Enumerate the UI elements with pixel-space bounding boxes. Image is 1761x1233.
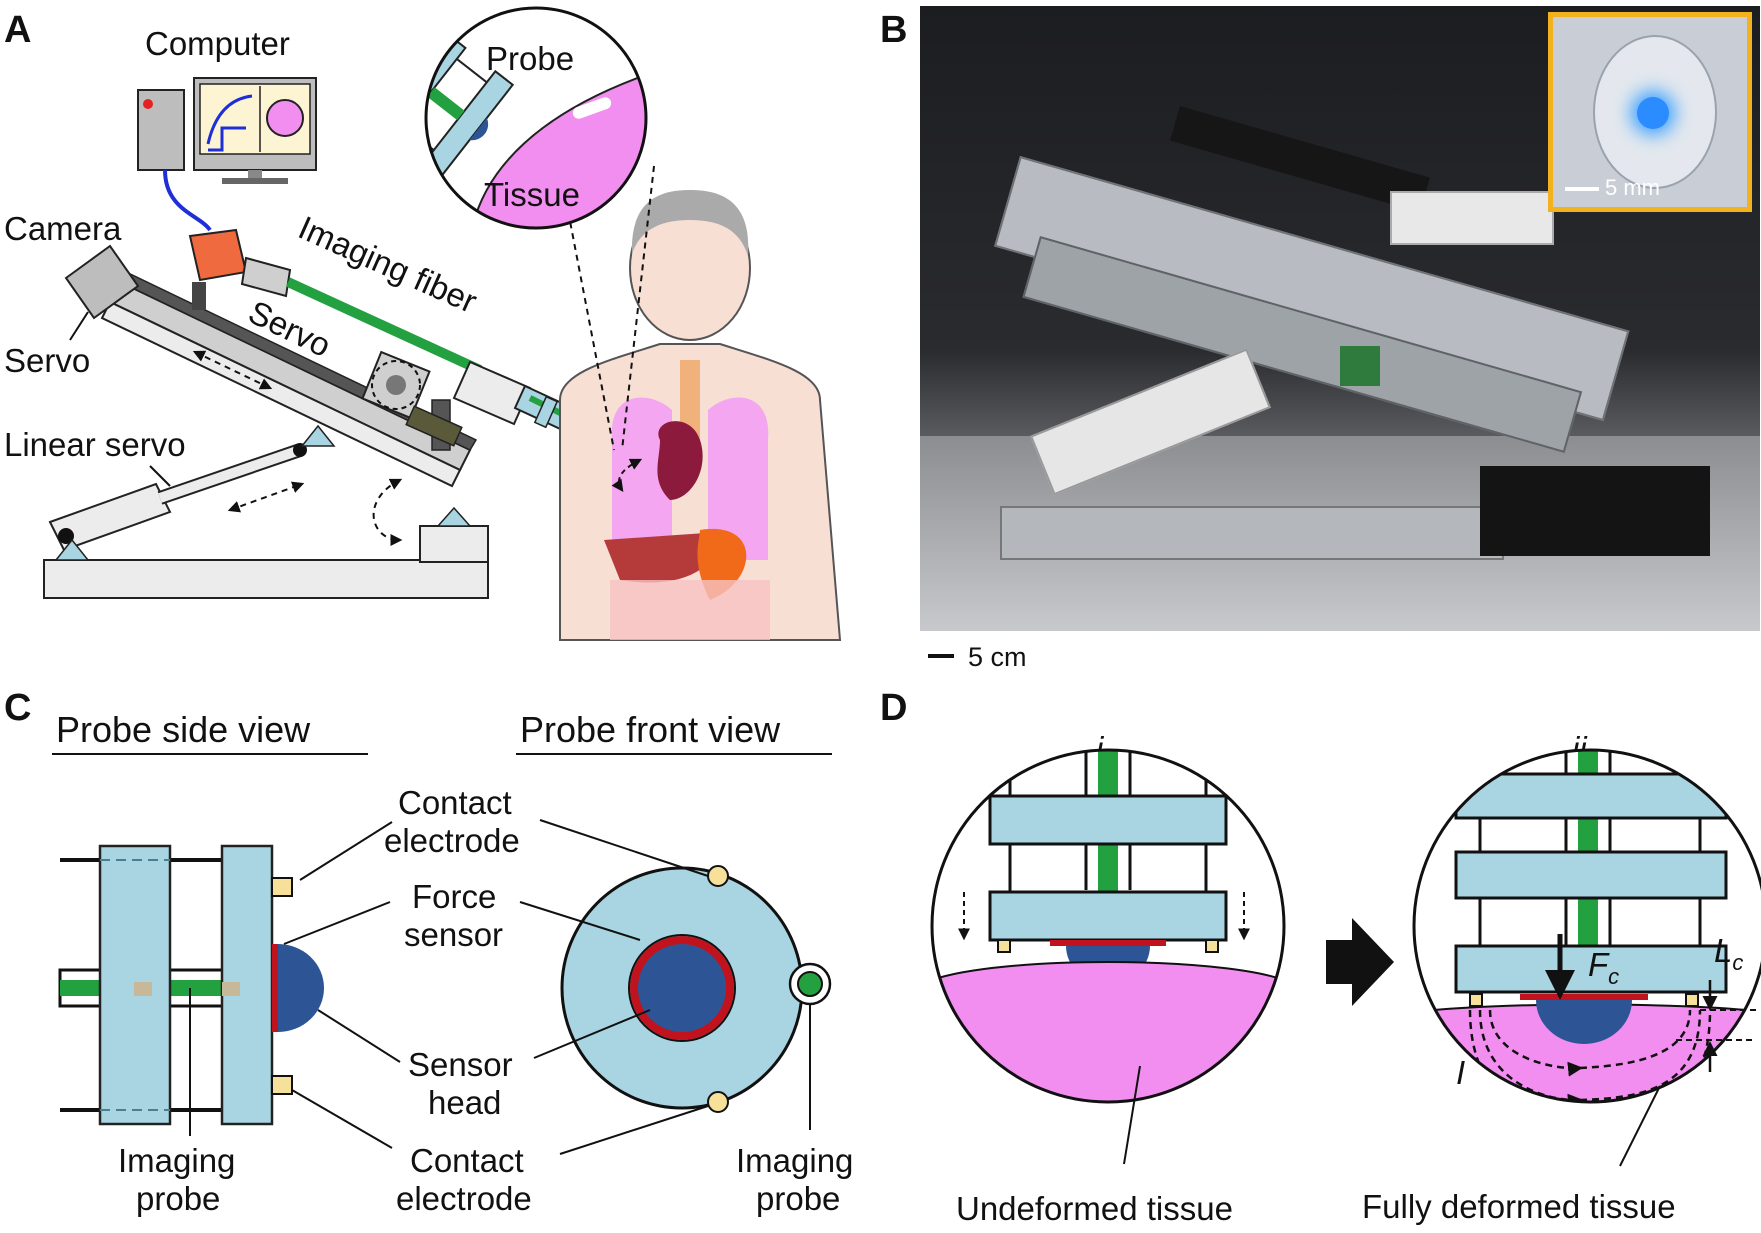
leader-fully-deformed [1619, 1085, 1661, 1167]
front-view-probe [560, 865, 832, 1113]
side-view-probe [58, 844, 324, 1126]
label-computer: Computer [145, 25, 290, 62]
label-contact-top-1: Contact [398, 784, 512, 821]
servo-middle [361, 350, 431, 420]
probe-contact-arrow [611, 458, 643, 492]
label-servo-left: Servo [4, 342, 90, 379]
panel-label-d: D [880, 687, 907, 729]
label-current-symbol: I [1456, 1054, 1465, 1091]
label-fully-deformed: Fully deformed tissue [1362, 1188, 1676, 1225]
probe-holder-photo [1390, 191, 1554, 245]
label-head-2: head [428, 1084, 501, 1121]
leader-head-side [317, 1009, 401, 1063]
title-side-view: Probe side view [56, 709, 311, 750]
panel-label-b: B [880, 9, 907, 51]
leader-servo-left [69, 311, 89, 341]
linear-servo [48, 443, 307, 552]
label-state-i: i [1096, 730, 1105, 767]
label-camera: Camera [4, 210, 122, 247]
camera-body [188, 228, 292, 310]
label-force-symbol: Fc [1588, 946, 1619, 989]
zoom-line-2 [621, 165, 655, 451]
intestines [610, 580, 770, 640]
label-imaging-probe-right-1: Imaging [736, 1142, 853, 1179]
leader-head-front [533, 1009, 651, 1059]
label-contact-bottom-1: Contact [410, 1142, 524, 1179]
label-imaging-probe-right-2: probe [756, 1180, 840, 1217]
photo-scale-label: 5 cm [968, 642, 1027, 672]
state-i-outline [930, 748, 1286, 1104]
leader-linear-servo [149, 465, 171, 487]
label-contact-top-2: electrode [384, 822, 520, 859]
servo-left [64, 244, 140, 320]
base-rail-photo [1000, 506, 1504, 560]
rail-slide-arrow [192, 350, 273, 390]
heart [657, 421, 703, 500]
label-head-1: Sensor [408, 1046, 513, 1083]
state-ii-view [1414, 750, 1761, 1102]
battery-box-photo [1480, 466, 1710, 556]
zoom-bubble [424, 6, 648, 230]
label-probe: Probe [486, 40, 574, 77]
label-force-2: sensor [404, 916, 503, 953]
leader-contact-top-side [299, 821, 393, 881]
panel-label-c: C [4, 687, 31, 729]
state-ii-outline [1412, 748, 1761, 1104]
state-i-view [932, 750, 1284, 1102]
leader-contact-bottom-front [559, 1105, 709, 1155]
patient-figure [559, 190, 842, 641]
leader-contact-top-front [539, 819, 709, 877]
liver [604, 532, 720, 583]
probe-inset-photo: 5 mm [1548, 12, 1752, 212]
label-length-symbol: Lc [1714, 932, 1743, 975]
tilt-arrow [372, 478, 403, 546]
linear-servo-arrow [227, 481, 305, 513]
zoom-line-1 [563, 189, 615, 451]
panel-label-a: A [4, 9, 31, 51]
leader-contact-bottom-side [291, 1089, 393, 1149]
leader-force-front [519, 901, 641, 941]
label-force-1: Force [412, 878, 496, 915]
camera-cable [163, 169, 212, 232]
leader-force-side [283, 901, 391, 945]
computer-tower [137, 89, 185, 171]
computer-monitor [193, 77, 317, 184]
label-contact-bottom-2: electrode [396, 1180, 532, 1217]
title-front-view: Probe front view [520, 709, 781, 750]
inset-scale-bar [1565, 187, 1599, 191]
leader-undeformed [1123, 1065, 1141, 1165]
transition-arrow [1326, 918, 1394, 1006]
label-tissue: Tissue [484, 176, 580, 213]
imaging-fiber [285, 277, 483, 375]
probe-light-photo [1637, 97, 1669, 129]
lung-right [708, 397, 769, 560]
label-imaging-fiber: Imaging fiber [293, 209, 482, 320]
label-undeformed: Undeformed tissue [956, 1190, 1233, 1227]
label-imaging-probe-left-1: Imaging [118, 1142, 235, 1179]
label-linear-servo: Linear servo [4, 426, 186, 463]
inset-scale-label: 5 mm [1605, 175, 1660, 200]
servo-driver-photo [1340, 346, 1380, 386]
base-platform [43, 424, 489, 599]
label-imaging-probe-left-2: probe [136, 1180, 220, 1217]
